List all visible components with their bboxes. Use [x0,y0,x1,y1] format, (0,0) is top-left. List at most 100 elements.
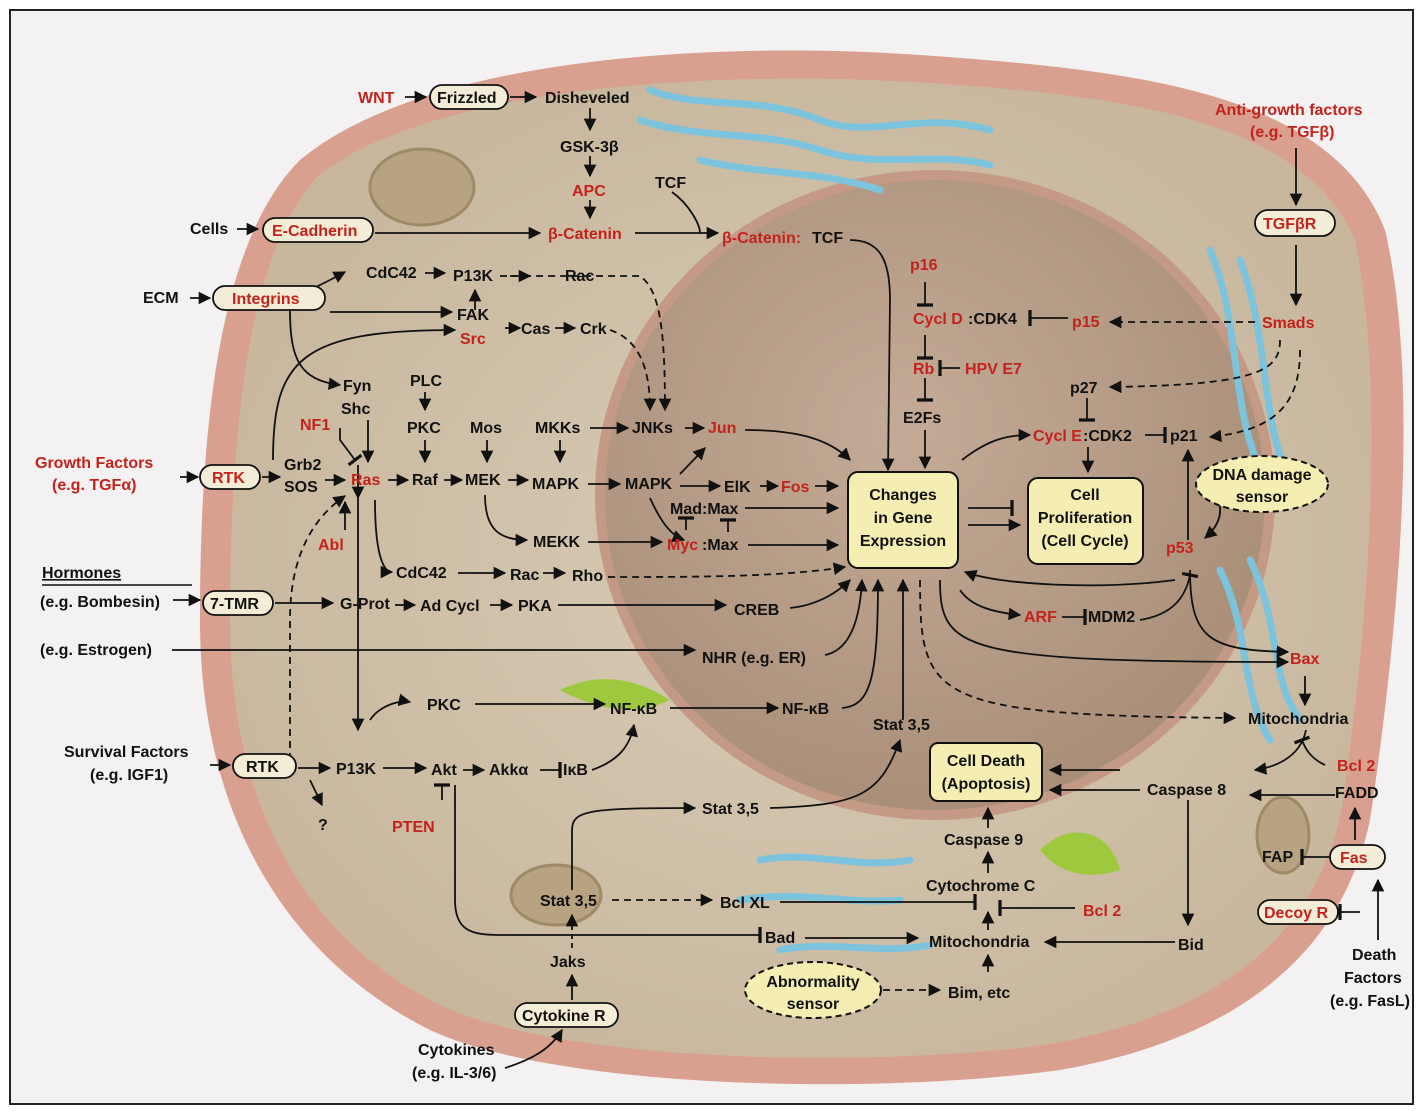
node-arf: ARF [1024,609,1057,626]
node-disheveled: Disheveled [545,90,629,107]
node-shc: Shc [341,401,370,418]
cytokines-label: Cytokines [418,1042,495,1059]
cytokines-example: (e.g. IL-3/6) [412,1065,496,1082]
node-mapk-2: MAPK [625,476,673,493]
node-ras: Ras [351,472,380,489]
node-creb: CREB [734,602,779,619]
node-fak: FAK [457,307,489,324]
wnt-label: WNT [358,90,395,107]
cell-death-line-2: (Apoptosis) [942,776,1031,793]
gene-expression-line-1: Changes [869,487,937,504]
node-akka: Akkα [489,762,528,779]
cell-death-line-1: Cell Death [947,753,1025,770]
cell-proliferation-line-3: (Cell Cycle) [1041,533,1128,550]
growth-factors-label: Growth Factors [35,455,153,472]
dna-damage-sensor-line-2: sensor [1236,489,1288,506]
cell-proliferation-line-2: Proliferation [1038,510,1132,527]
node-bax: Bax [1290,651,1319,668]
node-mkks: MKKs [535,420,580,437]
gene-expression-line-2: in Gene [874,510,933,527]
node-stat-mid: Stat 3,5 [702,801,759,818]
node-jnks: JNKs [632,420,673,437]
integrins-label: Integrins [232,291,300,308]
mitochondrion-shape [370,149,474,225]
node-bad: Bad [765,930,795,947]
cytokine-r-label: Cytokine R [522,1008,606,1025]
node-gprot: G-Prot [340,596,390,613]
node-cycl-e: Cycl E [1033,428,1082,445]
node-e2fs: E2Fs [903,410,941,427]
node-mekk: MEKK [533,534,581,551]
node-fadd: FADD [1335,785,1379,802]
node-bid: Bid [1178,937,1204,954]
node-myc: Myc [667,537,698,554]
node-p15: p15 [1072,314,1100,331]
node-hpv-e7: HPV E7 [965,361,1022,378]
tmr7-label: 7-TMR [210,596,259,613]
tgfbr-label: TGFβR [1263,216,1317,233]
node-fap: FAP [1262,849,1293,866]
node-grb2: Grb2 [284,457,321,474]
node-rho: Rho [572,568,603,585]
node-elk: ElK [724,479,751,496]
node-rac-mid: Rac [510,567,539,584]
node-cas: Cas [521,321,550,338]
node-tcf: TCF [655,175,686,192]
node-p16: p16 [910,257,938,274]
node-mos: Mos [470,420,502,437]
node-mitochondria-lower: Mitochondria [929,934,1030,951]
rtk-growth-label: RTK [212,470,245,487]
node-fos: Fos [781,479,810,496]
node-src: Src [460,331,486,348]
node-mdm2: MDM2 [1088,609,1135,626]
estrogen-label: (e.g. Estrogen) [40,642,152,659]
node-nfkb-1: NF-κB [610,701,657,718]
node-nhr: NHR (e.g. ER) [702,650,806,667]
node-pkc-top: PKC [407,420,441,437]
node-cdc42-mid: CdC42 [396,565,447,582]
anti-growth-example: (e.g. TGFβ) [1250,124,1334,141]
node-adcycl: Ad Cycl [420,598,480,615]
cell-proliferation-line-1: Cell [1070,487,1099,504]
node-akt: Akt [431,762,457,779]
node-nfkb-2: NF-κB [782,701,829,718]
gene-expression-line-3: Expression [860,533,946,550]
node-mitochondria-upper: Mitochondria [1248,711,1349,728]
node-mek: MEK [465,472,501,489]
anti-growth-label: Anti-growth factors [1215,102,1363,119]
death-factors-label-3: (e.g. FasL) [1330,993,1410,1010]
node-gsk3b: GSK-3β [560,139,619,156]
fas-label: Fas [1340,850,1368,867]
rtk-survival-label: RTK [246,759,279,776]
node-stat-nucleus: Stat 3,5 [873,717,930,734]
survival-factors-example: (e.g. IGF1) [90,767,168,784]
node-question: ? [318,817,328,834]
decoy-r-label: Decoy R [1264,905,1328,922]
node-cycl-d: Cycl D [913,311,963,328]
node-stat-low: Stat 3,5 [540,893,597,910]
node-p21: p21 [1170,428,1198,445]
node-mapk-1: MAPK [532,476,580,493]
node-caspase9: Caspase 9 [944,832,1023,849]
node-cdk2: :CDK2 [1083,428,1132,445]
node-cytochrome-c: Cytochrome C [926,878,1036,895]
node-raf: Raf [412,472,438,489]
node-bclxl: Bcl XL [720,895,770,912]
node-rac-top: Rac [565,268,594,285]
node-nf1: NF1 [300,417,330,434]
node-pten: PTEN [392,819,435,836]
node-p27: p27 [1070,380,1098,397]
node-bcl2-lower: Bcl 2 [1083,903,1121,920]
node-b-catenin-tcf: β-Catenin: [722,230,801,247]
node-p53: p53 [1166,540,1194,557]
node-p13k-top: P13K [453,268,493,285]
node-mad-max: Mad:Max [670,501,739,518]
node-myc-max-suffix: :Max [702,537,739,554]
hormones-label: Hormones [42,565,121,582]
node-p13k-low: P13K [336,761,376,778]
cells-label: Cells [190,221,228,238]
node-cdc42-top: CdC42 [366,265,417,282]
cell-illustration [200,51,1404,1085]
node-pkc-low: PKC [427,697,461,714]
